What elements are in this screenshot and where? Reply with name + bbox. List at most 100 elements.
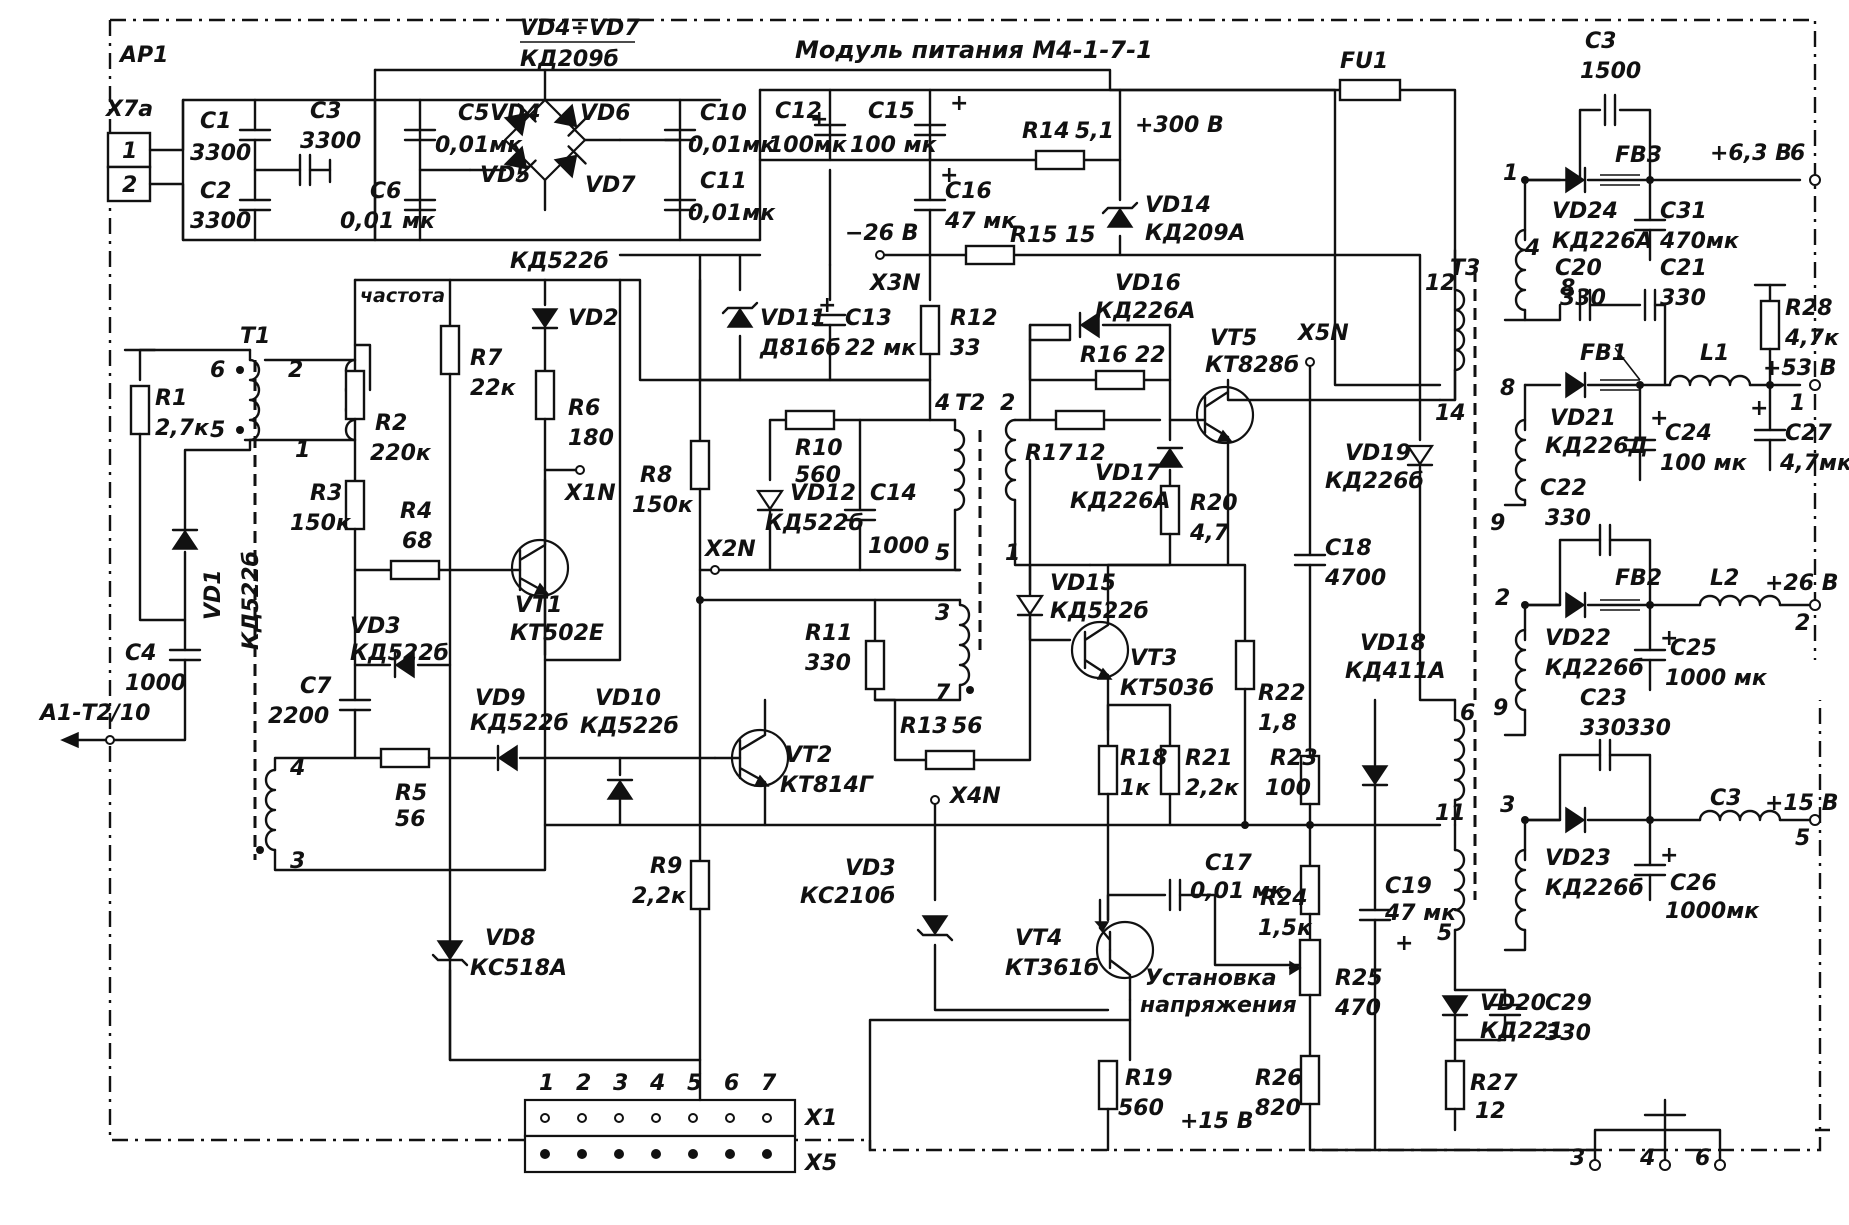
svg-text:330: 330: [805, 651, 851, 676]
svg-text:3: 3: [1500, 793, 1515, 818]
svg-text:КД522б: КД522б: [470, 711, 569, 736]
svg-text:+: +: [1660, 626, 1678, 651]
svg-text:3300: 3300: [190, 209, 251, 234]
svg-text:VD22: VD22: [1545, 626, 1611, 651]
svg-text:C31: C31: [1660, 199, 1707, 224]
svg-text:2,7к: 2,7к: [155, 416, 210, 441]
svg-text:X3N: X3N: [868, 271, 921, 296]
svg-text:C3: C3: [1585, 29, 1616, 54]
svg-text:2,2к: 2,2к: [632, 884, 687, 909]
svg-text:L2: L2: [1710, 566, 1739, 591]
svg-text:9: 9: [1493, 696, 1508, 721]
svg-text:X4N: X4N: [948, 784, 1001, 809]
connector-pin-label: 4: [649, 1071, 665, 1096]
svg-text:2,2к: 2,2к: [1185, 776, 1240, 801]
svg-text:1: 1: [295, 438, 310, 463]
diode-vd20: [1441, 994, 1469, 1017]
svg-text:0,01мк: 0,01мк: [688, 201, 776, 226]
svg-text:+15 В: +15 В: [1765, 791, 1838, 816]
connector-x7a[interactable]: Х7а 1 2: [104, 97, 153, 203]
svg-text:R15: R15: [1010, 223, 1058, 248]
svg-text:1000: 1000: [125, 671, 186, 696]
connector-pin-label: 2: [576, 1071, 591, 1096]
x5-pin-3: [614, 1149, 624, 1159]
svg-text:1000мк: 1000мк: [1665, 899, 1760, 924]
svg-text:12: 12: [1425, 271, 1456, 296]
svg-text:3: 3: [290, 849, 305, 874]
svg-text:330: 330: [1560, 286, 1606, 311]
module-ref: АР1: [118, 43, 168, 68]
svg-text:+: +: [940, 163, 958, 188]
svg-text:14: 14: [1435, 401, 1466, 426]
svg-text:T1: T1: [240, 324, 270, 349]
x1-pin-2: [577, 1113, 587, 1123]
svg-text:КД411А: КД411А: [1345, 659, 1446, 684]
svg-text:VD11: VD11: [760, 306, 826, 331]
svg-text:R18: R18: [1120, 746, 1168, 771]
svg-text:R9: R9: [650, 854, 682, 879]
svg-text:VD14: VD14: [1145, 193, 1211, 218]
svg-text:2: 2: [1495, 586, 1510, 611]
svg-text:VD5: VD5: [480, 163, 531, 188]
svg-text:100: 100: [1265, 776, 1311, 801]
connector-pin-label: 6: [724, 1071, 739, 1096]
svg-text:1: 1: [1005, 541, 1020, 566]
svg-text:R11: R11: [805, 621, 853, 646]
x5-pin-1: [540, 1149, 550, 1159]
x1-pin-7: [762, 1113, 772, 1123]
svg-text:R21: R21: [1185, 746, 1233, 771]
svg-text:22 мк: 22 мк: [845, 336, 917, 361]
svg-text:6: 6: [1695, 1146, 1710, 1171]
x5-pin-4: [651, 1149, 661, 1159]
svg-text:VT3: VT3: [1130, 646, 1177, 671]
diode-vd12: [756, 489, 784, 512]
transistor-vt5: [1168, 378, 1442, 567]
svg-text:4700: 4700: [1324, 566, 1386, 591]
svg-text:+53 В: +53 В: [1763, 356, 1836, 381]
svg-text:−26 В: −26 В: [845, 221, 918, 246]
svg-text:КД522б: КД522б: [350, 641, 449, 666]
svg-text:C22: C22: [1540, 476, 1587, 501]
svg-text:C6: C6: [370, 179, 401, 204]
connector-x1-x5[interactable]: [523, 1098, 797, 1174]
x5-pin-2: [577, 1149, 587, 1159]
diode-vd9: [496, 744, 519, 772]
svg-text:VD12: VD12: [790, 481, 856, 506]
x1-pin-1: [540, 1113, 550, 1123]
svg-text:100мк: 100мк: [768, 133, 848, 158]
svg-text:FB3: FB3: [1615, 143, 1662, 168]
svg-text:11: 11: [1435, 801, 1466, 826]
svg-text:C29: C29: [1545, 991, 1592, 1016]
diode-vd19: [1406, 444, 1434, 467]
svg-text:R19: R19: [1125, 1066, 1173, 1091]
diode-vd15: [1016, 594, 1044, 617]
svg-text:22: 22: [1135, 343, 1166, 368]
svg-text:VD20: VD20: [1480, 991, 1546, 1016]
svg-text:частота: частота: [360, 285, 445, 307]
diode-vd1: [171, 528, 199, 551]
svg-text:+15 В: +15 В: [1180, 1109, 1253, 1134]
svg-text:C20: C20: [1555, 256, 1602, 281]
svg-text:15: 15: [1065, 223, 1096, 248]
svg-text:КД226б: КД226б: [1325, 469, 1424, 494]
svg-text:0,01 мк: 0,01 мк: [1190, 879, 1286, 904]
svg-text:1к: 1к: [1120, 776, 1151, 801]
svg-text:C25: C25: [1670, 636, 1717, 661]
svg-text:VD2: VD2: [568, 306, 619, 331]
diode-vd2: [531, 307, 559, 330]
svg-text:X1: X1: [803, 1106, 837, 1131]
svg-text:56: 56: [952, 714, 983, 739]
svg-text:4: 4: [289, 756, 305, 781]
svg-text:C24: C24: [1665, 421, 1712, 446]
connector-pin-label: 7: [761, 1071, 777, 1096]
svg-text:КД209А: КД209А: [1145, 221, 1246, 246]
svg-text:R12: R12: [950, 306, 998, 331]
svg-text:3300: 3300: [300, 129, 361, 154]
svg-text:150к: 150к: [632, 493, 694, 518]
page-title: Модуль питания М4-1-7-1: [795, 36, 1153, 64]
svg-text:1: 1: [122, 139, 137, 164]
svg-text:VD23: VD23: [1545, 846, 1611, 871]
svg-text:560: 560: [1118, 1096, 1164, 1121]
svg-text:КТ828б: КТ828б: [1205, 353, 1299, 378]
